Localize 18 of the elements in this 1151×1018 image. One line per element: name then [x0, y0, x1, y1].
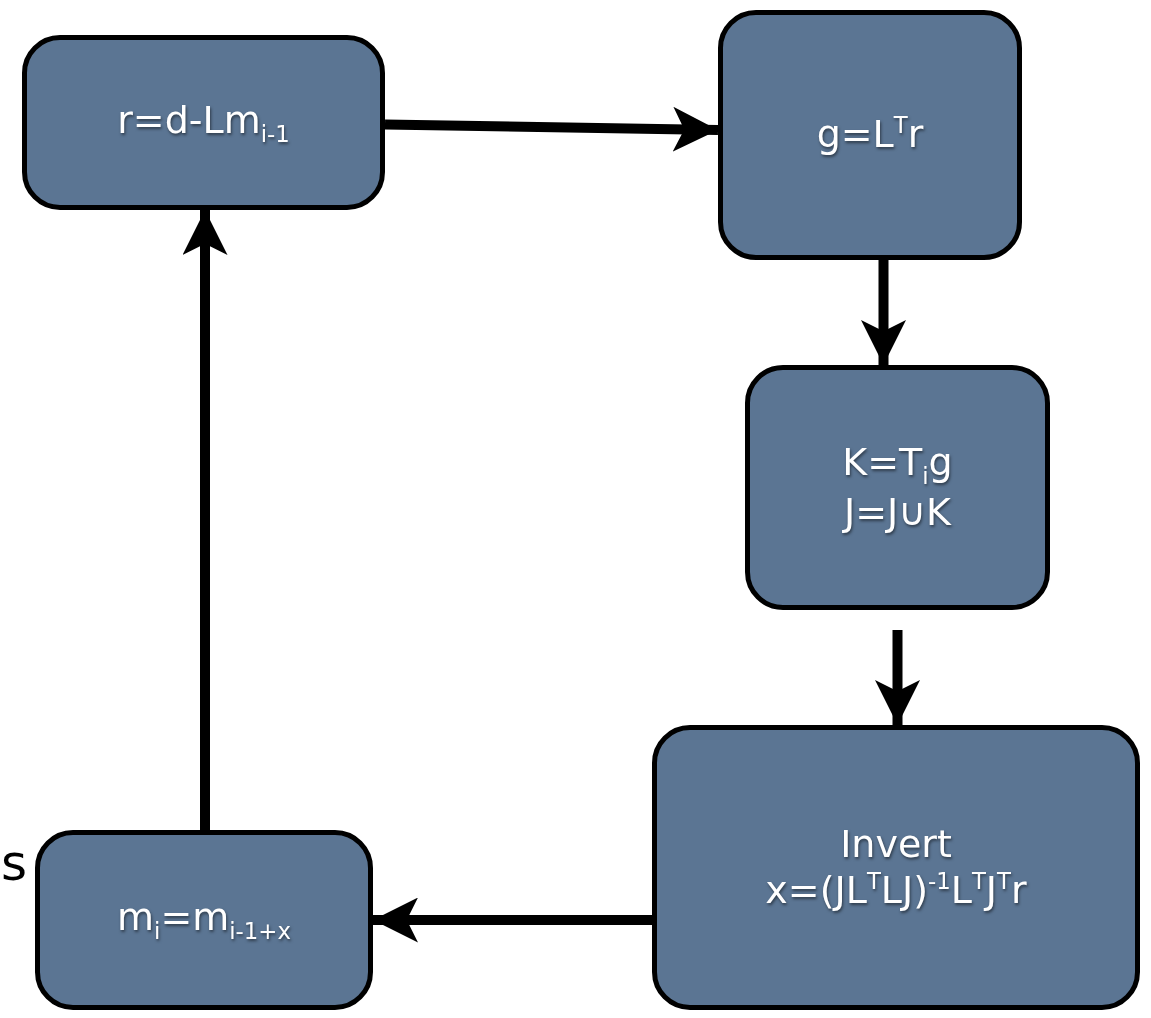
process-box — [718, 10, 1022, 260]
formula-text: x=(JL$^{T}$LJ)$^{-1}$L$^{T}$J$^{T}$r — [765, 867, 1027, 914]
formula-text: K=T$_{i}$g — [842, 439, 953, 490]
process-box — [652, 725, 1140, 1010]
formula-text: r=d-Lm$_{i-1}$ — [117, 97, 290, 148]
text-fragment: s — [1, 838, 28, 888]
arrow — [384, 106, 719, 152]
process-box — [22, 35, 385, 210]
arrow — [861, 260, 906, 365]
arrow — [182, 210, 228, 830]
arrow — [875, 630, 920, 725]
arrow — [373, 897, 652, 943]
formula-text: Invert — [840, 821, 952, 868]
process-box — [745, 365, 1050, 610]
formula-text: J=J∪K — [844, 489, 951, 536]
formula-text: g=L$^{T}$r — [816, 112, 924, 158]
formula-text: m$_{i}$=m$_{i-1+x}$ — [117, 895, 291, 945]
process-box — [35, 830, 373, 1010]
